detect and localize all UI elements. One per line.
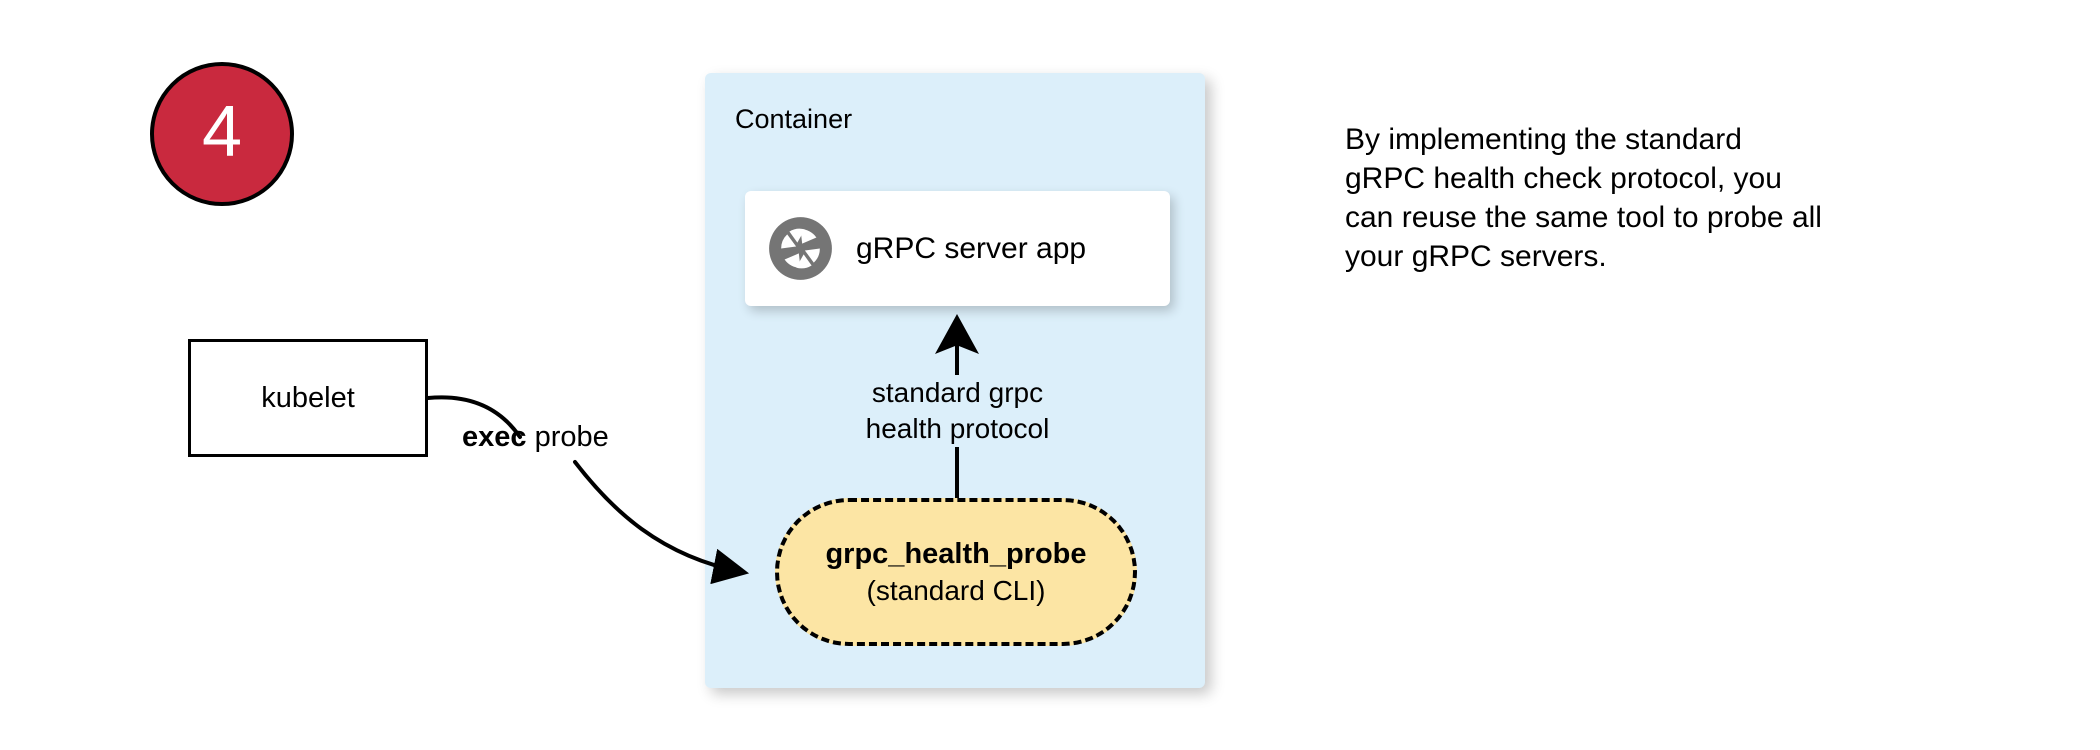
side-note-line1: By implementing the standard [1345,123,1742,156]
kubelet-box: kubelet [188,339,428,457]
grpc-health-probe-title: grpc_health_probe [825,538,1087,571]
exec-probe-label-rest: probe [526,421,609,453]
grpc-aperture-icon [769,217,832,280]
health-protocol-label-line2: health protocol [845,411,1070,448]
exec-probe-label-bold: exec [462,421,527,453]
step-number-text: 4 [201,92,243,172]
step-number-badge: 4 [150,62,294,206]
side-note-line3: can reuse the same tool to probe all [1345,201,1822,234]
side-note-line2: gRPC health check protocol, you [1345,162,1782,195]
health-protocol-label-line1: standard grpc [845,375,1070,412]
grpc-server-app-label: gRPC server app [856,231,1087,265]
side-note-text: By implementing the standard gRPC health… [1345,120,1915,276]
health-protocol-label: standard grpc health protocol [845,375,1070,448]
grpc-health-probe-subtitle: (standard CLI) [866,574,1046,606]
container-label: Container [735,104,853,134]
exec-probe-label: exec probe [462,421,609,454]
side-note-line4: your gRPC servers. [1345,240,1607,273]
kubelet-label: kubelet [261,381,355,414]
grpc-health-probe-node: grpc_health_probe (standard CLI) [775,498,1137,646]
grpc-server-app-card: gRPC server app [745,191,1170,306]
